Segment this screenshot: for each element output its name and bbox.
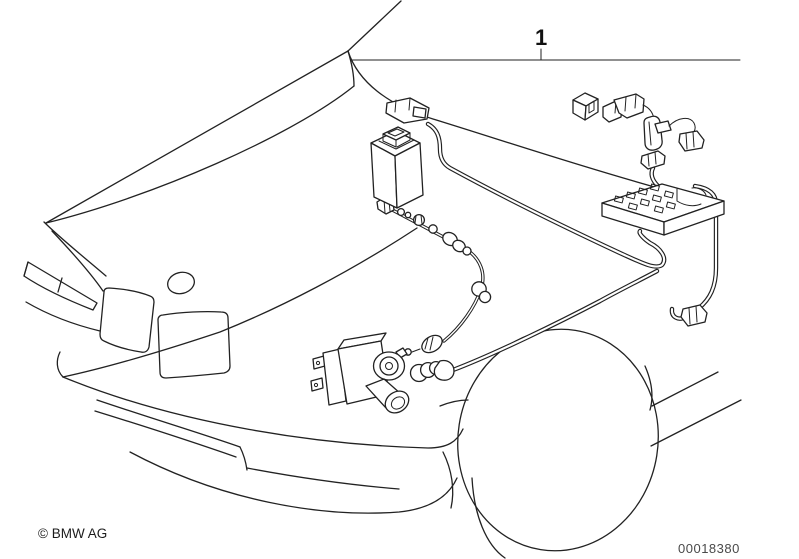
panel-line	[25, 301, 101, 332]
cruise-control-actuator	[310, 332, 410, 414]
fuse-box	[601, 183, 725, 236]
bmw-roundel	[167, 271, 195, 295]
bumper-trim-right	[246, 467, 400, 490]
inline-connector	[640, 150, 666, 170]
windshield-base	[45, 85, 355, 224]
tab-hole-2	[313, 382, 319, 388]
module-lip	[378, 139, 415, 150]
callout-1-number[interactable]: 1	[535, 25, 547, 50]
cable-bead-1	[396, 207, 406, 217]
fuse-grid	[613, 183, 676, 214]
apron-line	[442, 451, 454, 509]
cable-grommet	[421, 334, 443, 354]
kidney-grille-right	[157, 310, 231, 379]
plug-connector-pair	[602, 93, 655, 123]
actuator-tab-2	[310, 377, 324, 392]
bumper-trim-notch	[239, 446, 248, 471]
wheel-arch	[457, 328, 659, 552]
wiring-harness	[425, 121, 719, 373]
sill-line-upper	[651, 371, 719, 407]
bracket-connector	[654, 120, 672, 134]
bowden-cable	[376, 196, 492, 359]
kidney-grille-left	[99, 287, 155, 353]
bumper-trim-upper	[96, 399, 241, 448]
actuator-elbow-boot	[409, 359, 455, 383]
copyright-text: © BMW AG	[38, 526, 107, 541]
headlight-cap	[23, 261, 29, 277]
relay-cube	[572, 92, 599, 121]
bumper-bottom	[129, 451, 458, 514]
module-socket-slot	[387, 128, 405, 137]
relay-socket	[588, 100, 595, 114]
fusebox-step	[676, 187, 707, 207]
cowl-edge	[51, 230, 104, 292]
car-outline	[23, 0, 742, 559]
headlight-divider	[57, 277, 63, 293]
headlight	[23, 261, 98, 311]
belt-line	[347, 50, 659, 189]
actuator-outlet-end	[384, 390, 410, 414]
windshield-corner	[347, 50, 355, 87]
body-connector-shell	[680, 304, 708, 327]
fender-line	[439, 399, 469, 407]
bumper-corner	[56, 351, 64, 378]
hood-front-edge	[43, 221, 107, 277]
cable-bead-3	[428, 224, 438, 234]
a-pillar-line	[45, 50, 349, 224]
actuator-drum-hub	[385, 362, 393, 370]
actuator-outlet-bore	[390, 396, 406, 410]
callout-1[interactable]: 1	[351, 25, 741, 61]
hood-lower-edge	[62, 227, 418, 378]
elbow-connector	[433, 359, 455, 381]
mounting-bracket-with-connector	[643, 115, 705, 152]
cable-bead-2	[404, 211, 412, 219]
actuator-drum-inner	[379, 356, 399, 376]
cable-ring	[462, 246, 472, 256]
wheel-inner-lip	[471, 477, 506, 559]
sill-line-lower	[650, 399, 742, 447]
fusebox-right-face	[663, 200, 725, 236]
roof-line	[347, 0, 402, 52]
harness-plug-connector	[385, 97, 430, 124]
cable-barrel-2b	[478, 290, 492, 304]
body-side-connector	[680, 304, 708, 327]
document-number: 00018380	[678, 541, 740, 556]
plug-latch	[412, 106, 427, 119]
inline-connector-body	[640, 150, 666, 170]
bumper-trim-lower	[94, 410, 237, 458]
tab-hole-1	[315, 360, 321, 366]
arch-rear-edge	[644, 365, 653, 411]
cable-end-fittings	[376, 196, 492, 359]
loop-end-connector	[678, 130, 705, 152]
control-module	[370, 126, 424, 209]
module-side-face	[394, 142, 424, 209]
bumper-top	[62, 376, 464, 449]
